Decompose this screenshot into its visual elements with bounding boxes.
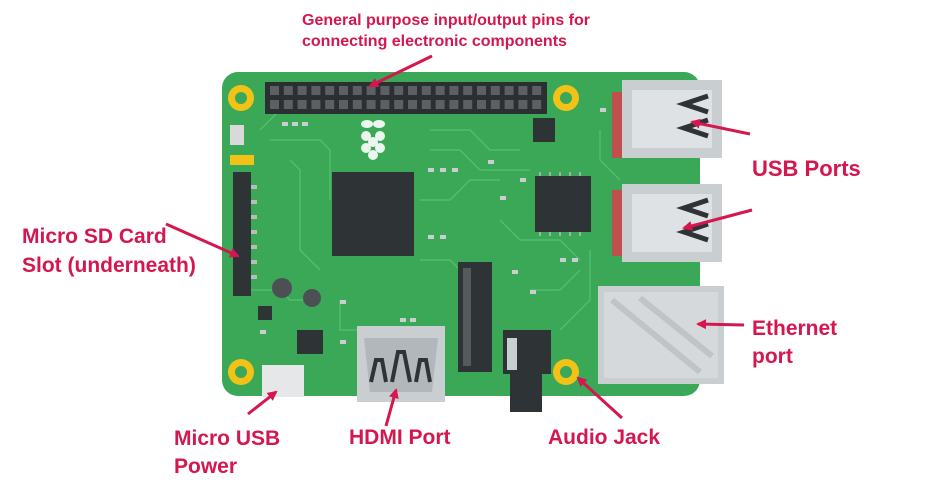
gpio-pin [325,86,334,95]
label-ethernet-line-1: Ethernet [752,315,837,343]
soc-chip [332,172,414,256]
gpio-pin [505,86,514,95]
label-audio-jack: Audio Jack [548,425,660,451]
usb-controller-chip [535,176,591,232]
gpio-pin [532,86,541,95]
gpio-pin [311,100,320,109]
label-gpio: General purpose input/output pins for co… [302,10,590,52]
audio-jack-graphic [503,330,551,412]
label-micro-usb-line-2: Power [174,453,280,481]
label-sd-card: Micro SD Card Slot (underneath) [22,222,196,280]
gpio-pin [367,100,376,109]
gpio-pin [408,100,417,109]
small-chip [297,330,323,354]
gpio-pin [380,100,389,109]
gpio-pin [463,100,472,109]
gpio-pin [339,100,348,109]
gpio-pin [477,100,486,109]
small-chip [258,306,272,320]
gpio-pin [284,100,293,109]
ethernet-arrow [698,324,744,325]
small-chip [533,118,555,142]
gpio-pin [422,100,431,109]
gpio-pin [298,100,307,109]
micro-usb-port-graphic [262,365,304,397]
led-pad [230,155,254,165]
gpio-pin [325,100,334,109]
gpio-pin [532,100,541,109]
hdmi-port-graphic [357,326,445,402]
label-hdmi: HDMI Port [349,425,451,451]
display-connector [230,125,244,145]
gpio-pin [339,86,348,95]
gpio-header [265,82,547,114]
gpio-pin [449,86,458,95]
gpio-pin [436,100,445,109]
gpio-pin [394,100,403,109]
label-sd-line-2: Slot (underneath) [22,251,196,280]
sd-card-slot [233,172,251,296]
inductor [303,289,321,307]
label-sd-line-1: Micro SD Card [22,222,196,251]
inductor [272,278,292,298]
gpio-pin [353,86,362,95]
gpio-pin [491,86,500,95]
gpio-pin [491,100,500,109]
label-micro-usb: Micro USB Power [174,425,280,481]
gpio-pin [518,86,527,95]
label-ethernet: Ethernet port [752,315,837,371]
ethernet-port-graphic [598,286,724,384]
gpio-pin [477,86,486,95]
gpio-pin [284,86,293,95]
gpio-pin [463,86,472,95]
label-micro-usb-line-1: Micro USB [174,425,280,453]
gpio-pin [518,100,527,109]
usb-port-top-graphic [612,80,722,158]
gpio-pin [298,86,307,95]
gpio-pin [449,100,458,109]
gpio-pin [422,86,431,95]
gpio-pin [380,86,389,95]
gpio-pin [408,86,417,95]
label-usb-ports: USB Ports [752,155,861,183]
gpio-pin [353,100,362,109]
label-gpio-line-1: General purpose input/output pins for [302,10,590,31]
gpio-pin [436,86,445,95]
gpio-pin [505,100,514,109]
gpio-pin [394,86,403,95]
gpio-pin [270,86,279,95]
label-ethernet-line-2: port [752,343,837,371]
gpio-pin [367,86,376,95]
gpio-pin [311,86,320,95]
label-gpio-line-2: connecting electronic components [302,31,590,52]
gpio-pin [270,100,279,109]
